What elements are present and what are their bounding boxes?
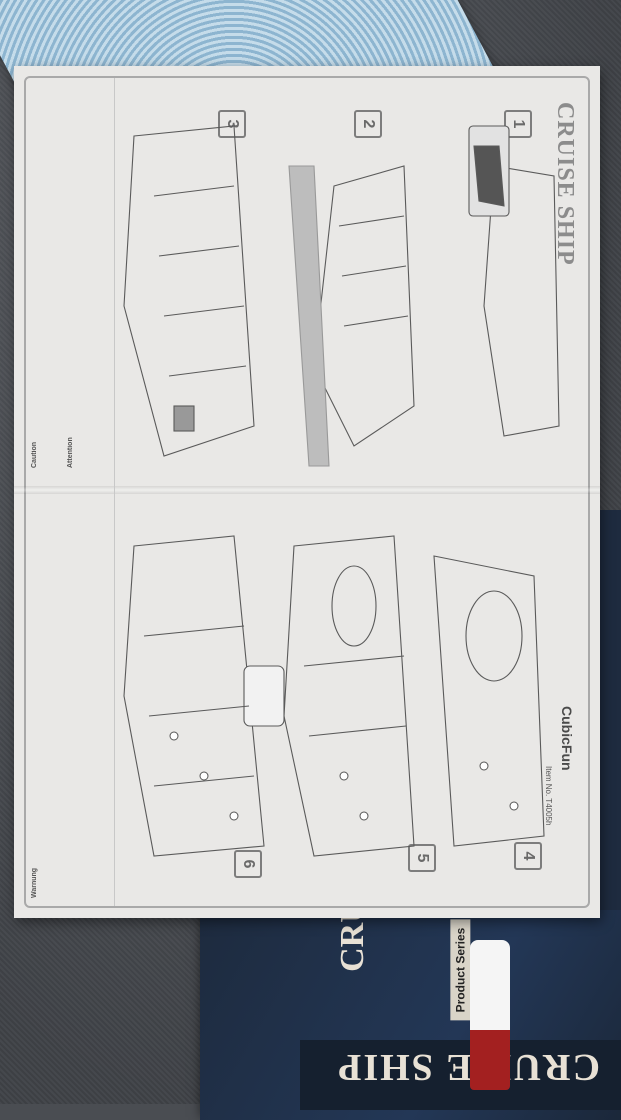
attention-text: Attention (67, 437, 74, 468)
caution-text: Caution (31, 441, 38, 468)
page-fold (14, 486, 600, 494)
warnung-text: Warnung (31, 867, 38, 898)
box-title: CRUISE SHIP (336, 1046, 600, 1088)
instruction-booklet: Caution Attention Warnung CRUISE SHIP 1 … (14, 66, 600, 918)
assembly-diagrams-bottom (123, 535, 545, 857)
warning-text-column: Caution Attention Warnung (26, 78, 115, 906)
brand-logo: CubicFun (559, 706, 575, 771)
ship-photo (470, 940, 510, 1090)
page-frame (24, 76, 590, 908)
booklet-title: CRUISE SHIP (552, 102, 578, 266)
assembly-diagrams-top (123, 125, 560, 467)
box-title-band (300, 1040, 621, 1110)
box-series-label: Product Series (450, 919, 471, 1021)
item-number: Item No. T4005h (544, 766, 553, 826)
